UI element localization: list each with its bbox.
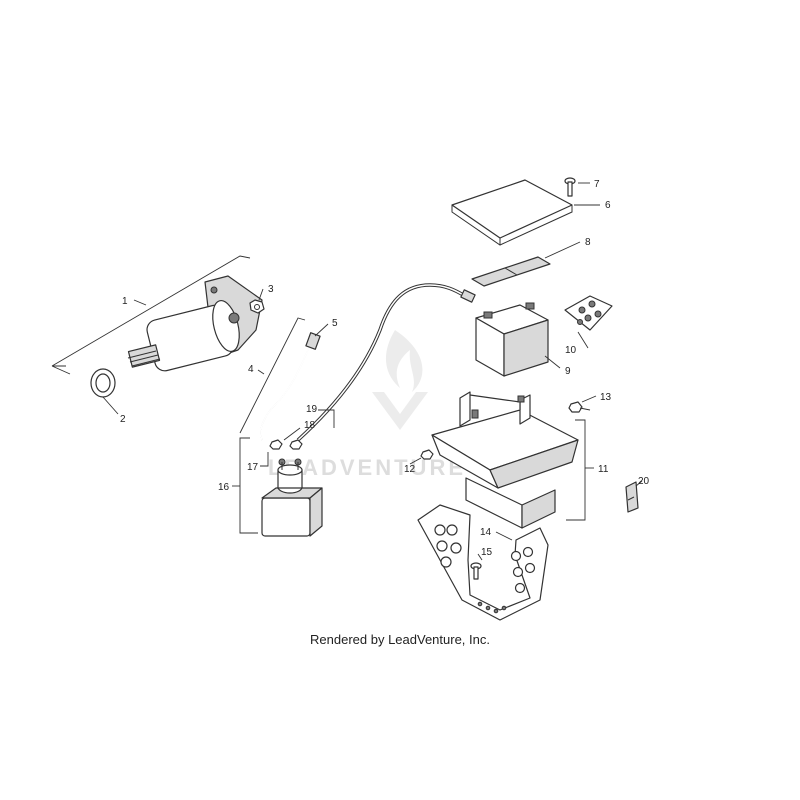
callout-20: 20 <box>638 476 650 487</box>
callout-2: 2 <box>120 414 126 425</box>
callout-12: 12 <box>404 464 416 475</box>
callout-17: 17 <box>247 462 259 473</box>
starter-motor <box>127 275 263 372</box>
bolt-13 <box>568 401 591 413</box>
callout-9: 9 <box>565 366 571 377</box>
render-credit: Rendered by LeadVenture, Inc. <box>310 632 490 647</box>
battery-cover <box>451 179 573 246</box>
callout-11: 11 <box>598 464 609 475</box>
clip-20 <box>625 481 639 513</box>
watermark-logo: LEADVENTURE <box>268 330 463 480</box>
nut-12 <box>420 449 434 460</box>
callout-5: 5 <box>332 318 338 329</box>
callout-13: 13 <box>600 392 612 403</box>
starter-cable <box>260 332 321 441</box>
callout-4: 4 <box>248 364 254 375</box>
battery-cable <box>296 283 476 442</box>
battery <box>475 302 549 377</box>
callout-14: 14 <box>480 527 492 538</box>
o-ring <box>90 368 116 398</box>
callout-1: 1 <box>122 296 128 307</box>
callout-10: 10 <box>565 345 577 356</box>
terminal-hardware-kit <box>564 295 613 331</box>
battery-pad <box>471 256 551 287</box>
callout-3: 3 <box>268 284 274 295</box>
callout-6: 6 <box>605 200 611 211</box>
bolt-7 <box>564 177 576 197</box>
leader-lines <box>51 182 643 561</box>
callout-19: 19 <box>306 404 318 415</box>
callout-15: 15 <box>481 547 493 558</box>
callout-labels: 1 2 3 4 5 6 7 8 9 10 11 12 13 14 15 16 1… <box>120 179 650 558</box>
nut-3 <box>249 299 265 314</box>
callout-7: 7 <box>594 179 600 190</box>
screw-15 <box>470 562 482 580</box>
callout-8: 8 <box>585 237 591 248</box>
battery-bracket <box>417 504 549 621</box>
battery-tray <box>431 391 579 529</box>
callout-18: 18 <box>304 420 316 431</box>
callout-16: 16 <box>218 482 230 493</box>
starter-relay <box>261 439 323 537</box>
